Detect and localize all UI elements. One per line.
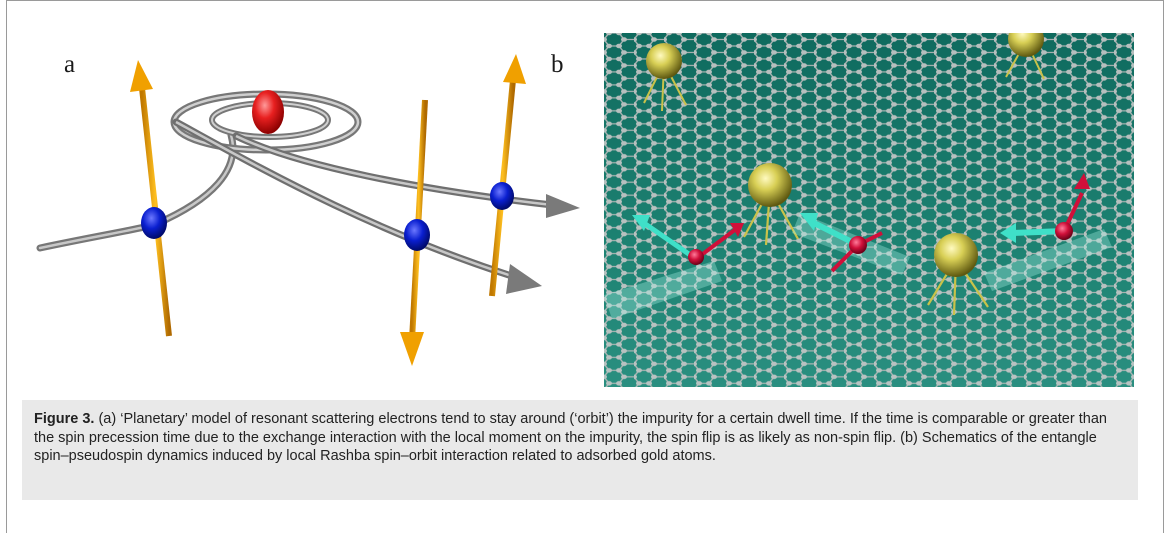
caption-label: Figure 3. xyxy=(34,411,95,427)
panel-a-label: a xyxy=(64,51,76,78)
impurity-atom xyxy=(252,90,284,134)
electron-middle xyxy=(404,219,430,251)
gold-atom-top-left xyxy=(643,43,687,112)
outgoing-arrowhead-1 xyxy=(546,194,580,218)
outgoing-arrowhead-2 xyxy=(506,264,542,294)
graphene-gold-adatoms-illustration xyxy=(604,33,1134,387)
figure-caption: Figure 3. (a) ‘Planetary’ model of reson… xyxy=(22,400,1138,500)
incoming-trajectory xyxy=(36,131,237,252)
gold-atom-center xyxy=(743,163,799,246)
panel-b-label: b xyxy=(551,51,564,78)
caption-text: (a) ‘Planetary’ model of resonant scatte… xyxy=(34,411,1107,465)
gold-atom-right xyxy=(927,233,989,316)
spin-arrowhead-up-right xyxy=(503,54,526,84)
spin-pseudospin-pair-left xyxy=(632,215,744,265)
figure-frame xyxy=(6,0,1164,533)
planetary-model-illustration xyxy=(36,54,580,366)
electron-left xyxy=(141,207,167,239)
electron-right xyxy=(490,182,514,210)
spin-arrowhead-up-left xyxy=(130,60,153,92)
graphene-lattice xyxy=(604,33,1134,387)
spin-pseudospin-pair-middle xyxy=(800,213,883,273)
gold-atom-top-right xyxy=(1005,33,1045,80)
spin-pseudospin-pair-right xyxy=(1000,173,1090,243)
spin-arrowhead-down-middle xyxy=(400,332,424,366)
